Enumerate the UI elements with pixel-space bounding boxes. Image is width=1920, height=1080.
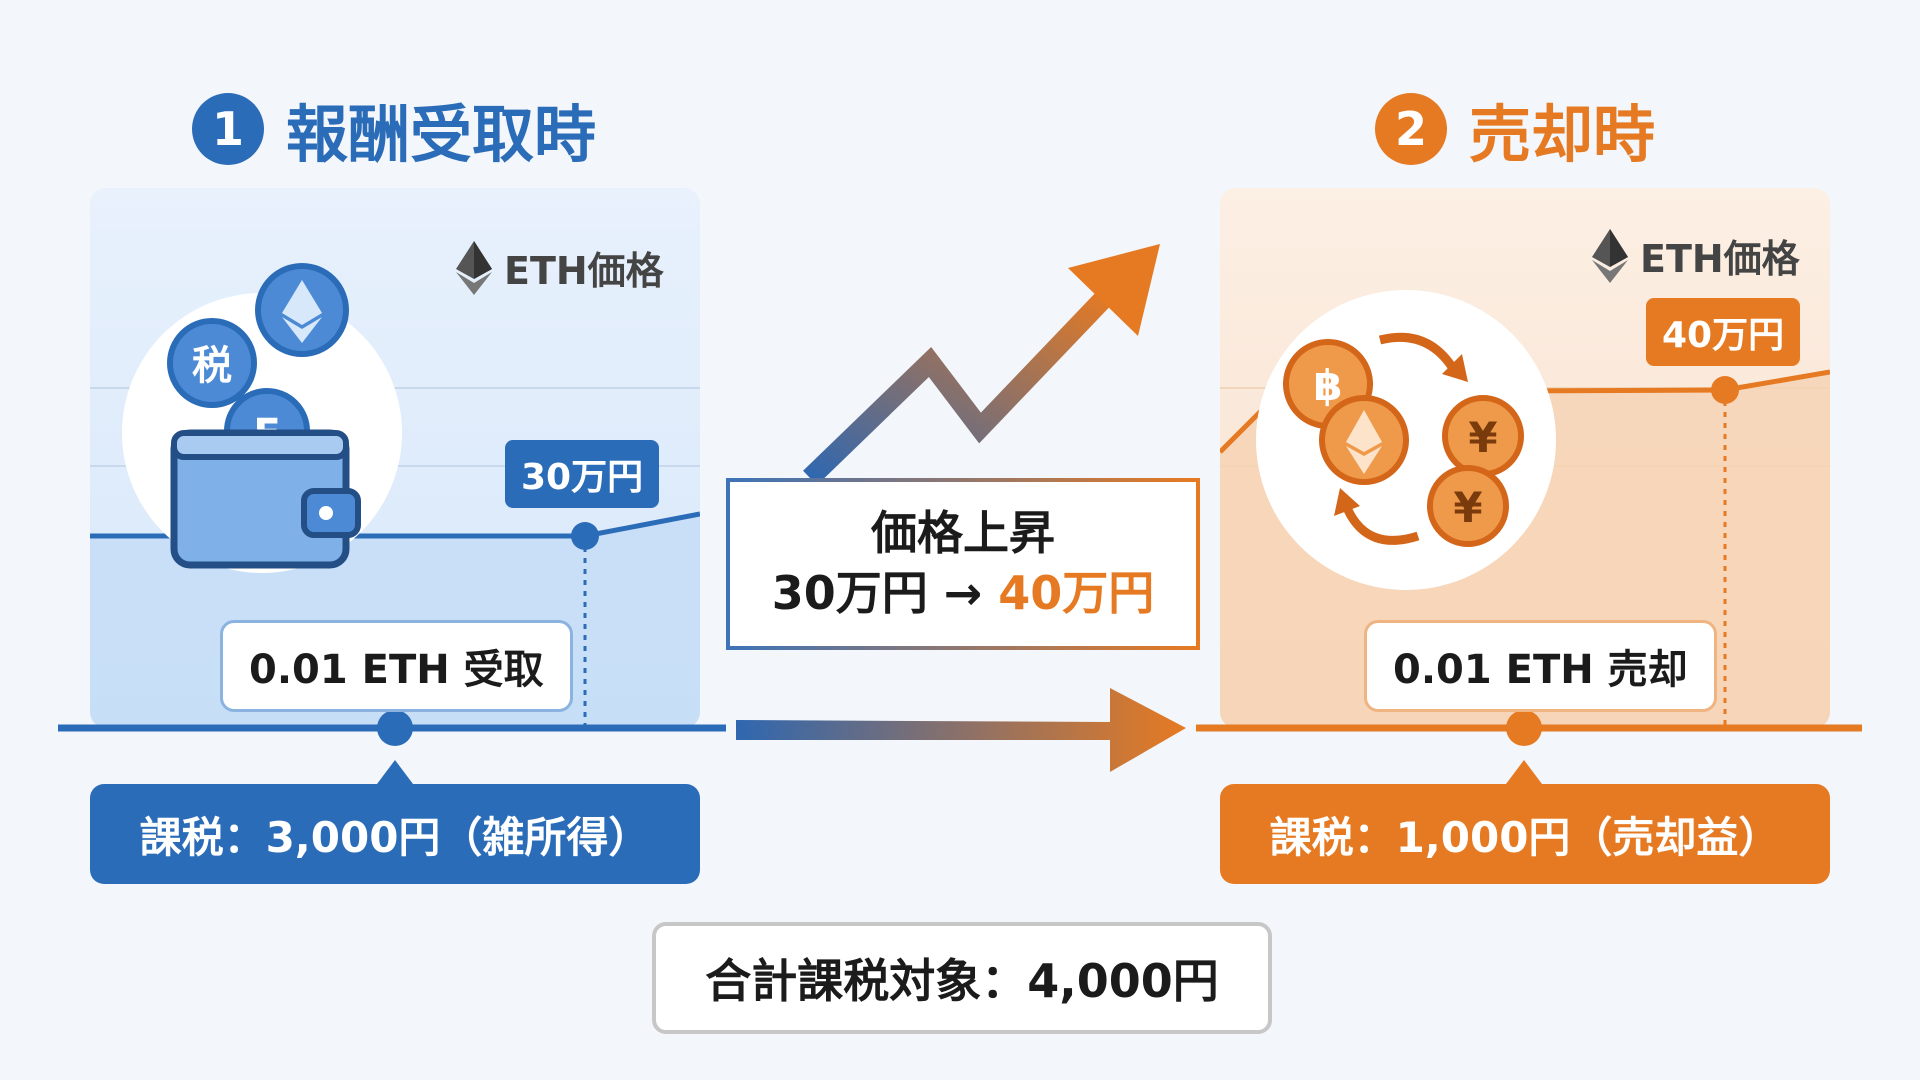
step1-number-badge: 1 — [192, 93, 264, 165]
eth-price-text-2: ETH価格 — [1640, 237, 1800, 281]
sell-price-tag: 40万円 — [1646, 298, 1801, 366]
step2-heading: 2 売却時 — [1375, 84, 1655, 174]
eth-price-text-1: ETH価格 — [504, 249, 664, 293]
wallet-icon — [170, 429, 361, 569]
sell-tax-box: 課税：1,000円（売却益） — [1220, 784, 1830, 884]
price-from: 30万円 — [771, 566, 928, 620]
step2-number-badge: 2 — [1375, 93, 1447, 165]
receive-price-tag: 30万円 — [505, 440, 660, 508]
ethereum-icon — [1592, 228, 1628, 283]
price-rise-box: 価格上昇 30万円 → 40万円 — [726, 478, 1200, 650]
receive-price-point — [571, 522, 599, 550]
step1-title: 報酬受取時 — [286, 98, 597, 171]
receive-tax-box: 課税：3,000円（雑所得） — [90, 784, 700, 884]
price-rise-arrow — [803, 244, 1160, 486]
ethereum-icon — [456, 240, 492, 295]
receive-event-box: 0.01 ETH 受取 — [220, 620, 573, 712]
yen-coin-top-icon: ¥ — [1442, 395, 1524, 477]
svg-text:฿: ฿ — [1313, 361, 1342, 410]
exchange-arrows-icon — [1334, 332, 1468, 545]
eth-coin-top-icon — [255, 263, 349, 357]
exchange-illustration: ฿ ¥ ¥ — [1256, 290, 1556, 590]
price-to: 40万円 — [998, 566, 1155, 620]
step1-heading: 1 報酬受取時 — [192, 84, 596, 174]
sell-price-point — [1711, 376, 1739, 404]
price-arrow: → — [943, 566, 983, 620]
wallet-illustration: 税 E — [122, 263, 402, 573]
price-rise-title: 価格上昇 — [871, 506, 1055, 561]
receive-tax-pointer — [377, 760, 413, 784]
yen-coin-bottom-icon: ¥ — [1427, 465, 1509, 547]
price-rise-values: 30万円 → 40万円 — [772, 564, 1155, 624]
step2-title: 売却時 — [1469, 98, 1656, 171]
total-taxable-box: 合計課税対象：4,000円 — [652, 922, 1272, 1034]
yen-symbol-bottom: ¥ — [1453, 483, 1482, 532]
time-arrow — [736, 688, 1186, 772]
sell-timeline-dot — [1506, 710, 1542, 746]
receive-timeline-dot — [377, 710, 413, 746]
eth-price-label-2: ETH価格 — [1592, 228, 1800, 283]
yen-symbol-top: ¥ — [1468, 413, 1497, 462]
tax-coin-icon: 税 — [167, 318, 257, 408]
eth-price-label-1: ETH価格 — [456, 240, 664, 295]
eth-coin-orange-icon — [1319, 395, 1409, 485]
sell-tax-pointer — [1506, 760, 1542, 784]
tax-coin-label: 税 — [192, 343, 232, 389]
sell-event-box: 0.01 ETH 売却 — [1364, 620, 1717, 712]
